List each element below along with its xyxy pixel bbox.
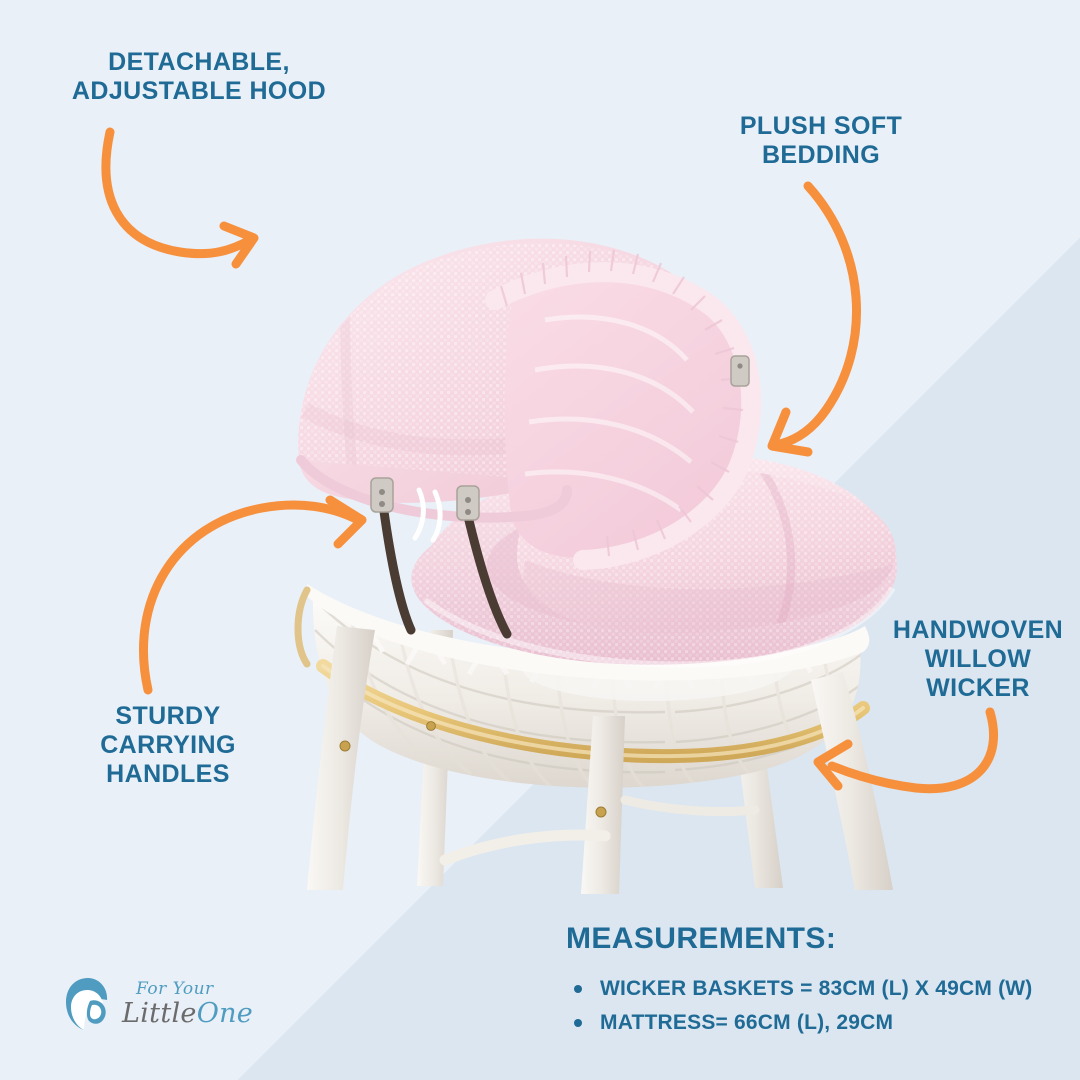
mother-and-baby-icon [66,978,108,1030]
callout-label-wicker: HANDWOVEN WILLOW WICKER [892,616,1064,702]
detachable-hood [296,238,762,570]
measurements-title: MEASUREMENTS: [566,922,837,955]
measurements-section: MEASUREMENTS: WICKER BASKETS = 83CM (L) … [566,922,1066,1040]
logo-word-little: Little [122,998,197,1029]
logo-line-little-one: LittleOne [122,1000,253,1027]
logo-word-one: One [196,998,254,1029]
logo-line-for-your: For Your [136,979,214,999]
measurement-item: MATTRESS= 66CM (L), 29CM [566,1006,1066,1040]
measurements-list: WICKER BASKETS = 83CM (L) X 49CM (W) MAT… [566,972,1066,1040]
product-photo [294,238,898,894]
callout-label-bedding: PLUSH SOFT BEDDING [739,112,903,169]
callout-label-hood: DETACHABLE, ADJUSTABLE HOOD [71,48,327,105]
logo-wordmark: For Your LittleOne [122,979,253,1028]
callout-label-handles: STURDY CARRYING HANDLES [100,702,236,788]
brand-logo: For Your LittleOne [62,975,253,1033]
measurement-item: WICKER BASKETS = 83CM (L) X 49CM (W) [566,972,1066,1006]
